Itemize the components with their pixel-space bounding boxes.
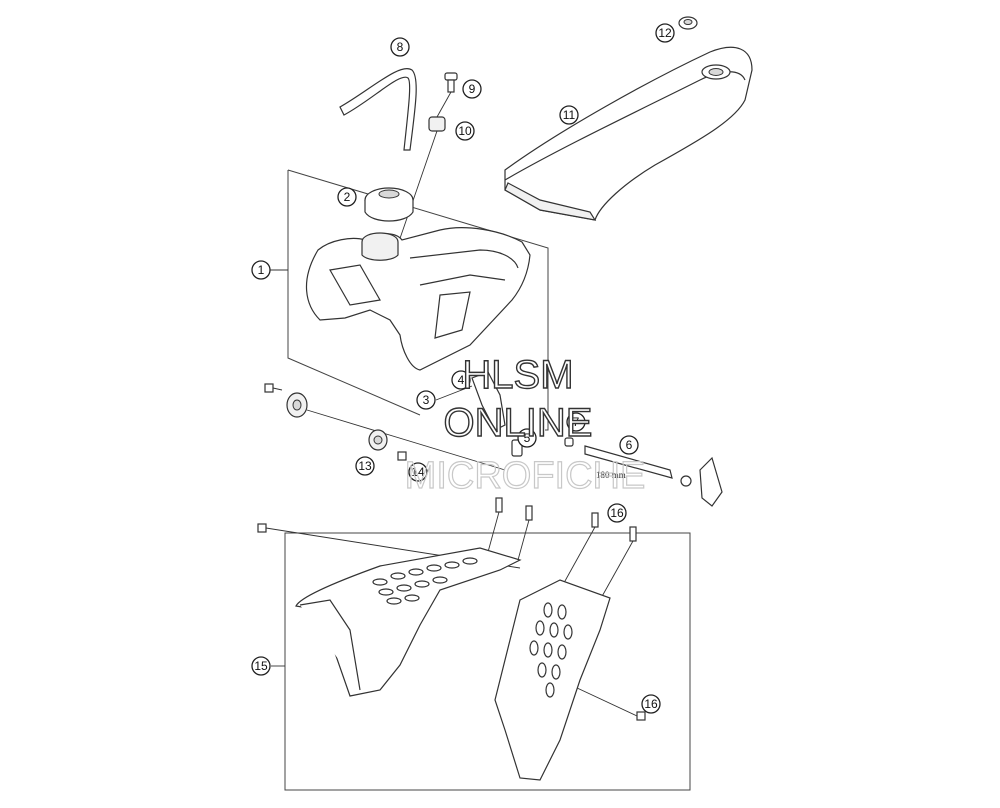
svg-text:16: 16 bbox=[610, 506, 624, 520]
grommet bbox=[428, 116, 446, 132]
fuel-cap bbox=[364, 187, 414, 222]
callout-13: 13 bbox=[355, 456, 375, 476]
callout-7: 7 bbox=[566, 412, 586, 432]
callout-16-lower: 16 bbox=[641, 694, 661, 714]
collar-bolt bbox=[397, 451, 407, 461]
svg-text:16: 16 bbox=[644, 697, 658, 711]
breather-valve bbox=[444, 72, 458, 93]
tank-group-frame bbox=[287, 169, 549, 431]
svg-text:6: 6 bbox=[626, 438, 633, 452]
tank-mount-bolt bbox=[264, 383, 283, 393]
callout-6: 6 bbox=[619, 435, 639, 455]
skid-plate-left-vents bbox=[372, 557, 478, 605]
svg-text:2: 2 bbox=[344, 190, 351, 204]
bushing bbox=[368, 429, 388, 451]
breather-hose bbox=[339, 68, 417, 151]
callout-15: 15 bbox=[251, 656, 271, 676]
svg-text:12: 12 bbox=[658, 26, 672, 40]
callout-4: 4 bbox=[451, 370, 471, 390]
seat-nut bbox=[678, 16, 698, 30]
fuel-tap bbox=[680, 456, 723, 507]
svg-text:4: 4 bbox=[458, 373, 465, 387]
skid-plate-bolts bbox=[257, 497, 646, 721]
hose-length-label: 180 mm bbox=[596, 470, 626, 480]
callout-14: 14 bbox=[408, 462, 428, 482]
seat bbox=[504, 46, 753, 221]
fuel-hose: 180 mm bbox=[584, 445, 673, 480]
svg-text:11: 11 bbox=[563, 108, 576, 122]
watermark: HLSM ONLINE MICROFICHE bbox=[404, 352, 646, 497]
svg-text:14: 14 bbox=[411, 465, 425, 479]
watermark-line-2: ONLINE bbox=[444, 401, 593, 445]
callout-8: 8 bbox=[390, 37, 410, 57]
callout-9: 9 bbox=[462, 79, 482, 99]
svg-text:1: 1 bbox=[258, 263, 265, 277]
skid-plate-right-vents bbox=[529, 602, 573, 698]
skid-plate-group-frame bbox=[284, 532, 691, 791]
svg-text:3: 3 bbox=[423, 393, 430, 407]
callout-10: 10 bbox=[455, 121, 475, 141]
svg-text:10: 10 bbox=[458, 124, 472, 138]
watermark-line-3: MICROFICHE bbox=[405, 455, 646, 497]
tank-group-frame-left bbox=[287, 170, 421, 416]
tank-rubber-mount bbox=[286, 392, 308, 418]
callout-16-upper: 16 bbox=[607, 503, 627, 523]
svg-text:9: 9 bbox=[469, 82, 476, 96]
svg-text:13: 13 bbox=[358, 459, 372, 473]
svg-text:5: 5 bbox=[524, 431, 531, 445]
watermark-line-1: HLSM bbox=[462, 353, 573, 397]
skid-plate-right bbox=[494, 579, 611, 781]
callout-1: 1 bbox=[251, 260, 271, 280]
callout-3: 3 bbox=[416, 390, 436, 410]
callout-11: 11 bbox=[559, 105, 579, 125]
skid-plate-left bbox=[295, 547, 522, 697]
svg-text:8: 8 bbox=[397, 40, 404, 54]
callout-5: 5 bbox=[517, 428, 537, 448]
svg-text:7: 7 bbox=[573, 415, 580, 429]
callout-12: 12 bbox=[655, 23, 675, 43]
fuel-tank bbox=[306, 227, 531, 371]
svg-text:15: 15 bbox=[254, 659, 268, 673]
callout-2: 2 bbox=[337, 187, 357, 207]
